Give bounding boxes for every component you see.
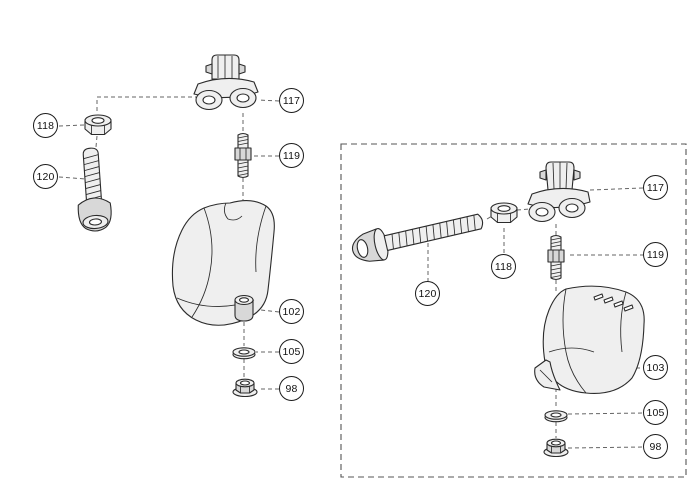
stud-part-left xyxy=(234,132,252,179)
callout-119-left: 119 xyxy=(279,143,304,168)
callout-105-right: 105 xyxy=(643,400,668,425)
assembly-boundary-box xyxy=(340,143,687,478)
cap-screw-part-left xyxy=(77,147,112,232)
callout-120-right: 120 xyxy=(415,281,440,306)
hex-nut-part-left xyxy=(84,114,112,136)
callout-102-left: 102 xyxy=(279,299,304,324)
washer-part-right xyxy=(544,410,568,423)
callout-117-right: 117 xyxy=(643,175,668,200)
callout-98-left: 98 xyxy=(279,376,304,401)
flange-nut-part-right xyxy=(543,438,569,458)
leader-lines-right xyxy=(427,187,644,449)
guard-part-left xyxy=(171,200,275,326)
callout-117-left: 117 xyxy=(279,88,304,113)
leader-lines-left xyxy=(58,96,280,390)
callout-98-right: 98 xyxy=(643,434,668,459)
clamp-part-right xyxy=(527,161,591,223)
callout-119-right: 119 xyxy=(643,242,668,267)
cap-screw-part-right xyxy=(351,213,484,262)
callout-118-left: 118 xyxy=(33,113,58,138)
callout-118-right: 118 xyxy=(491,254,516,279)
washer-part-left xyxy=(232,347,256,360)
hex-nut-part-right xyxy=(490,202,518,224)
guard-part-right xyxy=(534,285,645,394)
stud-part-right xyxy=(547,234,565,281)
callout-105-left: 105 xyxy=(279,339,304,364)
callout-103-right: 103 xyxy=(643,355,668,380)
clamp-part-left xyxy=(193,54,259,111)
flange-nut-part-left xyxy=(232,378,258,398)
callout-120-left: 120 xyxy=(33,164,58,189)
